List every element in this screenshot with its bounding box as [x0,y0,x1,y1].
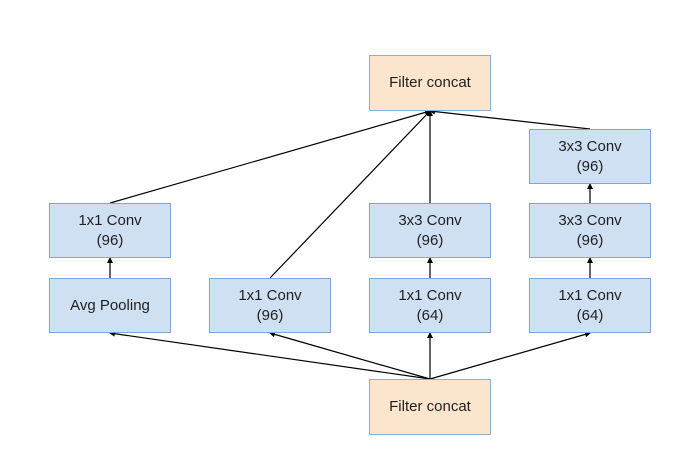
node-filters: (96) [576,157,604,175]
node-label: 1x1 Conv [238,286,302,304]
edge-bottom_concat-to-b1_pool [109,330,431,380]
branch4-3x3-conv-top: 3x3 Conv (96) [529,129,651,184]
node-label: 1x1 Conv [78,211,142,229]
node-filters: (96) [256,306,284,324]
branch3-1x1-conv: 1x1 Conv (64) [369,278,491,333]
branch2-1x1-conv: 1x1 Conv (96) [209,278,331,333]
node-filters: (64) [416,306,444,324]
node-label: Filter concat [389,398,471,415]
edge-b1_conv-to-top_concat [109,109,431,204]
filter-concat-output: Filter concat [369,55,491,111]
node-filters: (96) [576,231,604,249]
branch1-avg-pooling: Avg Pooling [49,278,171,333]
node-label: 3x3 Conv [398,211,462,229]
branch1-1x1-conv: 1x1 Conv (96) [49,203,171,258]
node-label: 3x3 Conv [558,137,622,155]
node-label: Filter concat [389,74,471,91]
branch4-3x3-conv-middle: 3x3 Conv (96) [529,203,651,258]
node-label: Avg Pooling [70,296,150,314]
edge-b4_conv3a-to-top_concat [429,108,591,130]
node-label: 1x1 Conv [398,286,462,304]
filter-concat-input: Filter concat [369,379,491,435]
branch3-3x3-conv: 3x3 Conv (96) [369,203,491,258]
edge-bottom_concat-to-b2_conv [269,331,431,380]
node-filters: (64) [576,306,604,324]
node-filters: (96) [416,231,444,249]
node-label: 3x3 Conv [558,211,622,229]
edge-b2_conv-to-top_concat [269,110,431,279]
node-label: 1x1 Conv [558,286,622,304]
edge-bottom_concat-to-b4_conv1 [429,331,591,380]
branch4-1x1-conv: 1x1 Conv (64) [529,278,651,333]
node-filters: (96) [96,231,124,249]
